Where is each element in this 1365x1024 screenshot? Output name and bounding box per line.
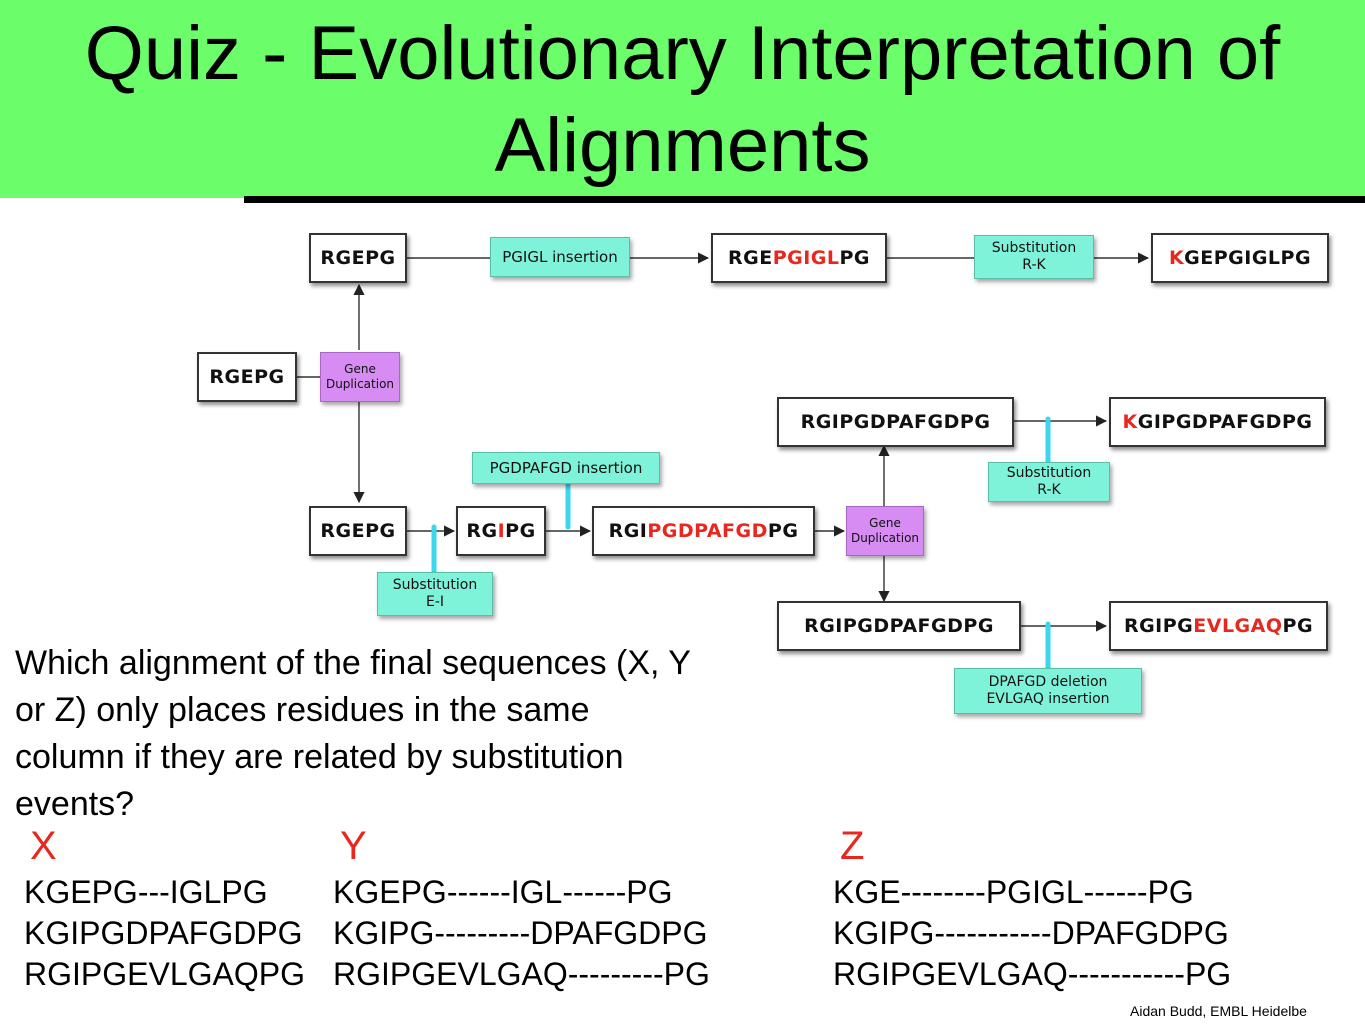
seq-lower-final-highlight: EVLGAQ	[1193, 615, 1283, 637]
option-y-label: Y	[340, 824, 367, 868]
event-pgdpafgd-insertion: PGDPAFGD insertion	[472, 452, 660, 484]
event-lower-line2: EVLGAQ insertion	[986, 691, 1110, 707]
seq-lower-final-part2: PG	[1282, 615, 1314, 637]
seq-lower-final-part1: RGIPG	[1123, 615, 1194, 637]
dup2-line2: Duplication	[850, 531, 920, 545]
title-underline	[244, 196, 1365, 203]
seq-bottom-3-part1: RGI	[608, 520, 648, 542]
seq-upper: RGIPGDPAFGDPG	[777, 397, 1014, 447]
seq-bottom-3-highlight: PGDPAFGD	[647, 520, 768, 542]
event-substitution-r-k-upper: Substitution R-K	[988, 462, 1110, 502]
alignment-z-row: RGIPGEVLGAQ-----------PG	[833, 956, 1232, 992]
alignment-y-row: RGIPGEVLGAQ---------PG	[333, 956, 710, 992]
alignment-z-row: KGIPG-----------DPAFGDPG	[833, 915, 1229, 951]
event-upper-line2: R-K	[1037, 482, 1061, 498]
event-upper-line1: Substitution	[1006, 465, 1092, 482]
event-substitution-r-k-top: Substitution R-K	[974, 235, 1094, 279]
dup1-line2: Duplication	[325, 377, 395, 391]
question-line-3: column if they are related by substituti…	[15, 738, 624, 776]
seq-root: RGEPG	[197, 352, 297, 402]
alignment-x-row: KGEPG---IGLPG	[24, 874, 268, 910]
author-credit: Aidan Budd, EMBL Heidelbe	[1130, 1003, 1307, 1019]
event-deletion-insertion: DPAFGD deletion EVLGAQ insertion	[954, 668, 1142, 714]
alignment-z-row: KGE--------PGIGL------PG	[833, 874, 1194, 910]
seq-top-2-highlight: PGIGL	[772, 247, 840, 269]
option-x-label: X	[30, 824, 57, 868]
quiz-question: Which alignment of the final sequences (…	[15, 640, 815, 828]
seq-bottom-2-part1: RG	[466, 520, 498, 542]
seq-top-final-rest: GEPGIGLPG	[1184, 247, 1312, 269]
seq-lower: RGIPGDPAFGDPG	[777, 601, 1021, 651]
seq-upper-final-rest: GIPGDPAFGDPG	[1137, 411, 1313, 433]
event-sub-top-line2: R-K	[1022, 257, 1046, 273]
seq-bottom-1: RGEPG	[309, 506, 407, 556]
seq-bottom-3-part2: PG	[767, 520, 799, 542]
seq-upper-final-highlight: K	[1122, 411, 1138, 433]
alignment-x-row: RGIPGEVLGAQPG	[24, 956, 305, 992]
slide-title-line-1: Quiz - Evolutionary Interpretation of	[84, 11, 1281, 96]
option-z-label: Z	[840, 824, 865, 868]
question-line-4: events?	[15, 785, 135, 823]
gene-duplication-1: Gene Duplication	[320, 352, 400, 402]
alignment-x-row: KGIPGDPAFGDPG	[24, 915, 303, 951]
seq-top-1: RGEPG	[309, 233, 407, 283]
seq-top-2-part1: RGE	[727, 247, 773, 269]
seq-top-final-highlight: K	[1168, 247, 1185, 269]
dup1-line1: Gene	[344, 362, 376, 376]
alignment-y-row: KGEPG------IGL------PG	[333, 874, 673, 910]
dup2-line1: Gene	[869, 516, 901, 530]
event-lower-line1: DPAFGD deletion	[988, 674, 1108, 691]
event-substitution-e-i: Substitution E-I	[377, 572, 493, 616]
seq-top-2-part2: PG	[839, 247, 871, 269]
gene-duplication-2: Gene Duplication	[846, 506, 924, 556]
question-line-1: Which alignment of the final sequences (…	[15, 644, 691, 682]
seq-bottom-2-part2: PG	[505, 520, 536, 542]
event-ei-line2: E-I	[425, 594, 445, 610]
alignment-y-row: KGIPG---------DPAFGDPG	[333, 915, 708, 951]
title-banner: Quiz - Evolutionary Interpretation of Al…	[0, 0, 1365, 198]
slide-title-line-2: Alignments	[494, 103, 871, 188]
event-pgigl-insertion: PGIGL insertion	[490, 237, 630, 277]
seq-bottom-2-highlight: I	[497, 520, 506, 542]
event-sub-top-line1: Substitution	[991, 240, 1077, 257]
event-ei-line1: Substitution	[392, 577, 478, 594]
question-line-2: or Z) only places residues in the same	[15, 691, 590, 729]
